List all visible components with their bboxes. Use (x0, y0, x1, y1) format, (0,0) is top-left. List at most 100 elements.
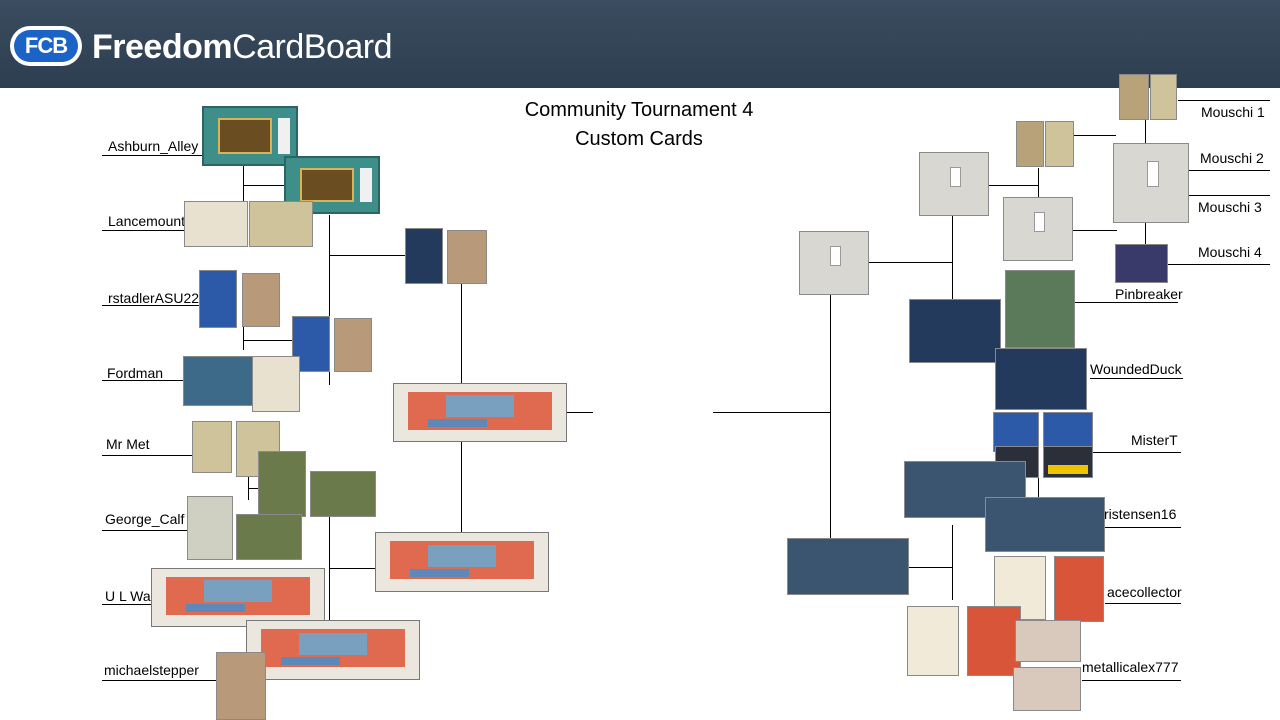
participant-name[interactable]: ristensen16 (1104, 506, 1177, 522)
slide-title: Community Tournament 4 Custom Cards (480, 96, 798, 154)
bracket-line (1178, 100, 1270, 101)
participant-name[interactable]: Mouschi 2 (1200, 150, 1264, 166)
bracket-line (243, 185, 285, 186)
card-image[interactable] (187, 496, 233, 560)
card-image[interactable] (405, 228, 443, 284)
bracket-line (329, 255, 405, 256)
bracket-line (1075, 302, 1178, 303)
card-image[interactable] (1119, 74, 1149, 120)
card-image[interactable] (310, 471, 376, 517)
card-image[interactable] (993, 412, 1039, 452)
bracket-line (243, 320, 244, 350)
bracket-line (1168, 264, 1270, 265)
title-line-2: Custom Cards (575, 128, 703, 150)
bracket-line (1074, 135, 1116, 136)
card-image[interactable] (236, 514, 302, 560)
card-image[interactable] (967, 606, 1021, 676)
card-image[interactable] (246, 620, 420, 680)
participant-name[interactable]: Mouschi 4 (1198, 244, 1262, 260)
card-image[interactable] (787, 538, 909, 595)
bracket-line (868, 262, 952, 263)
fcb-logo-text: FCB (14, 30, 78, 62)
card-image[interactable] (249, 201, 313, 247)
participant-name[interactable]: WoundedDuck (1090, 361, 1182, 377)
card-image[interactable] (216, 652, 266, 720)
participant-name[interactable]: acecollector (1107, 584, 1182, 600)
card-image[interactable] (184, 201, 248, 247)
card-image[interactable] (1150, 74, 1177, 120)
card-image[interactable] (1045, 121, 1074, 167)
participant-name[interactable]: michaelstepper (104, 662, 199, 678)
participant-name[interactable]: MisterT (1131, 432, 1178, 448)
participant-name[interactable]: U L Wa (105, 588, 151, 604)
bracket-line (1105, 527, 1181, 528)
bracket-line (102, 530, 187, 531)
participant-name[interactable]: George_Calf (105, 511, 185, 527)
bracket-line (243, 165, 244, 215)
bracket-line (1188, 195, 1270, 196)
bracket-line (102, 455, 192, 456)
card-image[interactable] (242, 273, 280, 327)
brand-part-1: Freedom (92, 28, 233, 66)
bracket-line (1073, 230, 1117, 231)
bracket-line (102, 380, 184, 381)
card-image[interactable] (252, 356, 300, 412)
card-image[interactable] (1054, 556, 1104, 622)
bracket-line (1038, 478, 1039, 498)
bracket-line (1093, 452, 1181, 453)
bracket-line (102, 230, 202, 231)
card-image[interactable] (1115, 244, 1168, 283)
card-image[interactable] (258, 451, 306, 517)
bracket-line (1145, 222, 1146, 244)
participant-name[interactable]: Mouschi 1 (1201, 104, 1265, 120)
bracket-line (243, 340, 293, 341)
card-image[interactable] (909, 299, 1001, 363)
card-image[interactable] (393, 383, 567, 442)
card-image[interactable] (799, 231, 869, 295)
card-image[interactable] (995, 348, 1087, 410)
bracket-line (1145, 120, 1146, 144)
card-image[interactable] (985, 497, 1105, 552)
bracket-line (102, 604, 152, 605)
card-image[interactable] (151, 568, 325, 627)
bracket-line (952, 215, 953, 300)
bracket-line (461, 442, 462, 532)
card-image[interactable] (199, 270, 237, 328)
participant-name[interactable]: metallicalex777 (1082, 659, 1179, 675)
card-image[interactable] (202, 106, 298, 166)
card-image[interactable] (1016, 121, 1044, 167)
card-image[interactable] (1013, 667, 1081, 711)
card-image[interactable] (1005, 270, 1075, 348)
card-image[interactable] (1015, 620, 1081, 662)
card-image[interactable] (1113, 143, 1189, 223)
card-image[interactable] (447, 230, 487, 284)
card-image[interactable] (907, 606, 959, 676)
bracket-line (1105, 603, 1181, 604)
card-image[interactable] (334, 318, 372, 372)
card-image[interactable] (375, 532, 549, 592)
card-image[interactable] (183, 356, 253, 406)
bracket-line (248, 470, 249, 500)
brand-name[interactable]: FreedomCardBoard (92, 28, 393, 67)
card-image[interactable] (1043, 412, 1093, 452)
bracket-line (830, 295, 831, 567)
bracket-line (248, 488, 258, 489)
brand-part-2: CardBoard (232, 28, 393, 66)
participant-name[interactable]: Mouschi 3 (1198, 199, 1262, 215)
participant-name[interactable]: Ashburn_Alley (108, 138, 199, 154)
card-image[interactable] (1003, 197, 1073, 261)
bracket-line (713, 412, 831, 413)
card-image[interactable] (1043, 446, 1093, 478)
card-image[interactable] (919, 152, 989, 216)
participant-name[interactable]: Lancemount (108, 213, 186, 229)
participant-name[interactable]: rstadlerASU22 (108, 290, 200, 306)
fcb-logo[interactable]: FCB (10, 26, 82, 66)
bracket-line (1090, 378, 1183, 379)
title-line-1: Community Tournament 4 (524, 99, 754, 121)
bracket-line (988, 185, 1038, 186)
card-image[interactable] (192, 421, 232, 473)
participant-name[interactable]: Pinbreaker (1115, 286, 1183, 302)
participant-name[interactable]: Fordman (107, 365, 164, 381)
participant-name[interactable]: Mr Met (106, 436, 150, 452)
bracket-line (329, 515, 330, 625)
